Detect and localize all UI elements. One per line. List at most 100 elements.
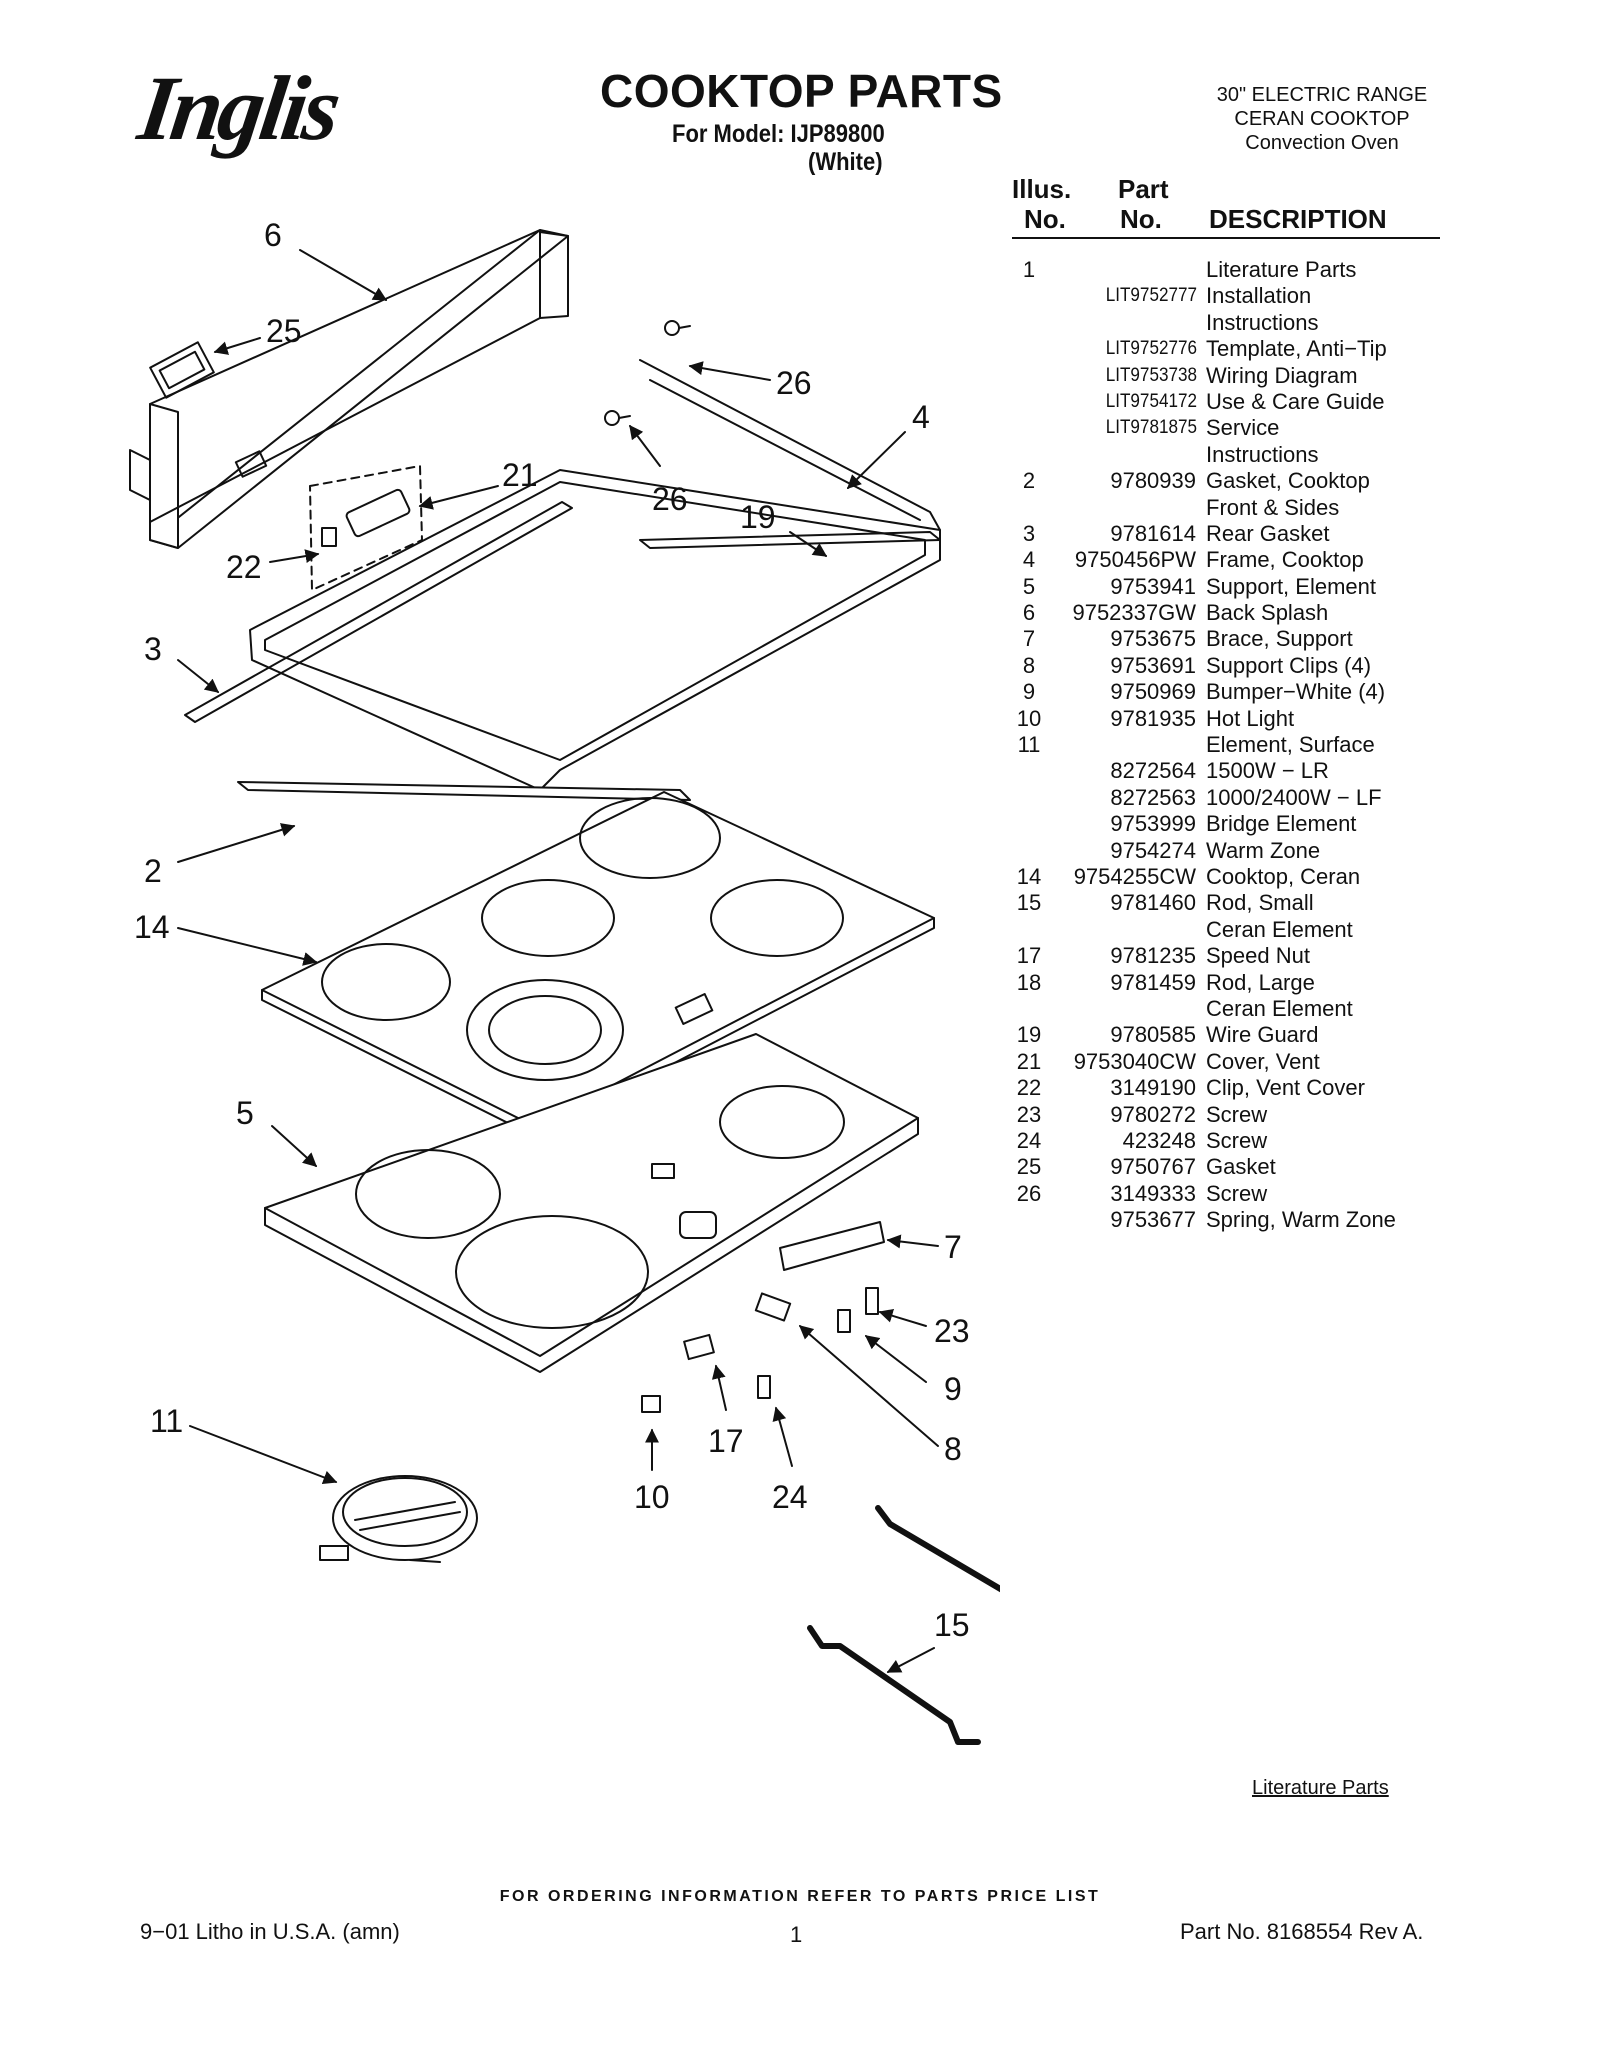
callout-17: 17: [708, 1423, 744, 1459]
screw-26: [604, 320, 691, 426]
cell-description: Ceran Element: [1206, 995, 1353, 1021]
page-number: 1: [790, 1922, 803, 1947]
cell-illus-no: 25: [1016, 1154, 1042, 1180]
cell-description: Cover, Vent: [1206, 1048, 1320, 1074]
cell-part-no: 9781935: [1110, 705, 1196, 731]
cell-description: Gasket: [1206, 1154, 1276, 1180]
cell-part-no: 9750456PW: [1074, 547, 1196, 573]
cell-part-no: 9753941: [1110, 573, 1196, 599]
literature-parts-label: Literature Parts: [1252, 1777, 1389, 1799]
cell-part-no: 9754255CW: [1073, 863, 1196, 889]
cell-part-no: LIT9753738: [1105, 364, 1197, 386]
cell-part-no: 3149333: [1110, 1180, 1196, 1206]
callout-24: 24: [772, 1479, 808, 1515]
cell-description: Support, Element: [1206, 573, 1376, 599]
callout-9: 9: [944, 1371, 962, 1407]
cell-description: Ceran Element: [1206, 916, 1353, 942]
cell-description: Gasket, Cooktop: [1206, 468, 1370, 494]
callout-8: 8: [944, 1431, 962, 1467]
cell-illus-no: [1012, 283, 1046, 309]
cell-illus-no: [1012, 389, 1046, 415]
cell-part-no: LIT9752777: [1105, 285, 1197, 307]
document-part-number: Part No. 8168554 Rev A.: [1180, 1919, 1424, 1944]
cell-illus-no: [1012, 310, 1046, 336]
callout-5: 5: [236, 1095, 254, 1131]
cell-illus-no: 19: [1016, 1022, 1042, 1048]
cell-description: Screw: [1206, 1127, 1268, 1153]
header-rule: [1012, 237, 1440, 239]
ordering-info: FOR ORDERING INFORMATION REFER TO PARTS …: [499, 1888, 1101, 1905]
cell-part-no: 9781460: [1110, 890, 1196, 916]
support-brace: [779, 1221, 885, 1271]
cell-description: Rod, Small: [1206, 890, 1314, 916]
vent-cover: [309, 465, 423, 591]
cell-part-no: 9780272: [1110, 1101, 1196, 1127]
table-row: Front & Sides: [1012, 495, 1452, 521]
cell-part-no: 9781459: [1110, 969, 1196, 995]
table-row: Ceran Element: [1012, 917, 1452, 943]
cell-description: Instructions: [1206, 309, 1319, 335]
cell-illus-no: 7: [1022, 626, 1036, 652]
cell-part-no: 9752337GW: [1072, 600, 1196, 626]
header-description: DESCRIPTION: [1209, 204, 1387, 234]
exploded-parts-diagram: 6 25 26 4 21 26 19 22 3 2 14 5 7 23 9 8 …: [129, 217, 1000, 1745]
callout-4: 4: [912, 399, 930, 435]
cell-part-no: 3149190: [1110, 1075, 1196, 1101]
cell-illus-no: [1012, 1207, 1046, 1233]
cell-description: Frame, Cooktop: [1206, 547, 1364, 573]
callout-22: 22: [226, 549, 262, 585]
callout-14: 14: [134, 909, 170, 945]
cell-illus-no: 15: [1016, 890, 1042, 916]
header-part-no: No.: [1120, 204, 1162, 234]
cell-illus-no: 10: [1016, 705, 1042, 731]
cell-illus-no: 3: [1022, 520, 1036, 546]
callout-11: 11: [150, 1403, 183, 1439]
model-color: (White): [808, 148, 883, 176]
cell-description: Support Clips (4): [1206, 652, 1372, 678]
table-row: Instructions: [1012, 442, 1452, 468]
cell-illus-no: 24: [1016, 1127, 1042, 1153]
cell-part-no: [1046, 996, 1206, 1022]
header-illus-no: No.: [1024, 204, 1066, 234]
cell-part-no: [1046, 442, 1206, 468]
small-hardware: [641, 1287, 879, 1413]
subtitle-line-1: 30" ELECTRIC RANGE: [1216, 84, 1428, 106]
model-number: For Model: IJP89800: [672, 120, 885, 148]
cell-description: Element, Surface: [1206, 732, 1375, 758]
rod-small: [807, 1625, 981, 1745]
cell-description: Bumper−White (4): [1206, 679, 1386, 705]
cell-description: Wiring Diagram: [1206, 362, 1358, 388]
cell-description: Wire Guard: [1206, 1022, 1319, 1048]
cell-description: Screw: [1206, 1180, 1268, 1206]
cell-illus-no: 4: [1022, 547, 1036, 573]
cell-description: Installation: [1206, 283, 1312, 309]
cell-description: Clip, Vent Cover: [1206, 1075, 1365, 1101]
cell-illus-no: [1012, 758, 1046, 784]
page-title: COOKTOP PARTS: [600, 65, 1003, 117]
cell-illus-no: [1012, 495, 1046, 521]
cell-description: Template, Anti−Tip: [1206, 336, 1387, 362]
callout-15: 15: [934, 1607, 970, 1643]
cell-description: Front & Sides: [1206, 494, 1340, 520]
cell-part-no: 9781614: [1110, 520, 1196, 546]
cell-part-no: 9753677: [1110, 1207, 1196, 1233]
cell-illus-no: 23: [1016, 1101, 1042, 1127]
cell-illus-no: 1: [1022, 257, 1036, 282]
cell-illus-no: 18: [1016, 969, 1042, 995]
cell-description: 1500W − LR: [1206, 758, 1329, 784]
cell-description: Spring, Warm Zone: [1206, 1207, 1396, 1233]
